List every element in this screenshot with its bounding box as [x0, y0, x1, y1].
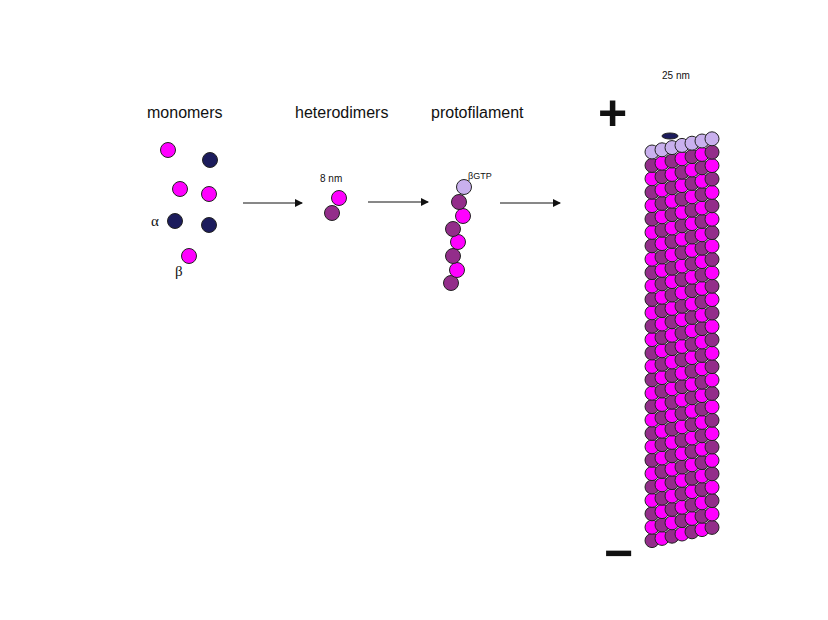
protofilament [444, 180, 472, 291]
stage-title: protofilament [431, 105, 524, 121]
stage-title: monomers [147, 105, 223, 121]
polarity-sign: − [604, 528, 633, 578]
stage-title: heterodimers [295, 105, 388, 121]
microtubule [645, 132, 719, 548]
nucleotide-label: βGTP [468, 172, 492, 181]
polarity-sign: + [598, 88, 627, 138]
subunit-label: α [151, 214, 159, 229]
dimension-label: 25 nm [662, 71, 690, 81]
dimension-label: 8 nm [320, 174, 342, 184]
monomer-group [161, 143, 218, 264]
subunit-label: β [175, 264, 183, 279]
heterodimer [325, 191, 347, 221]
process-arrow [243, 202, 560, 203]
